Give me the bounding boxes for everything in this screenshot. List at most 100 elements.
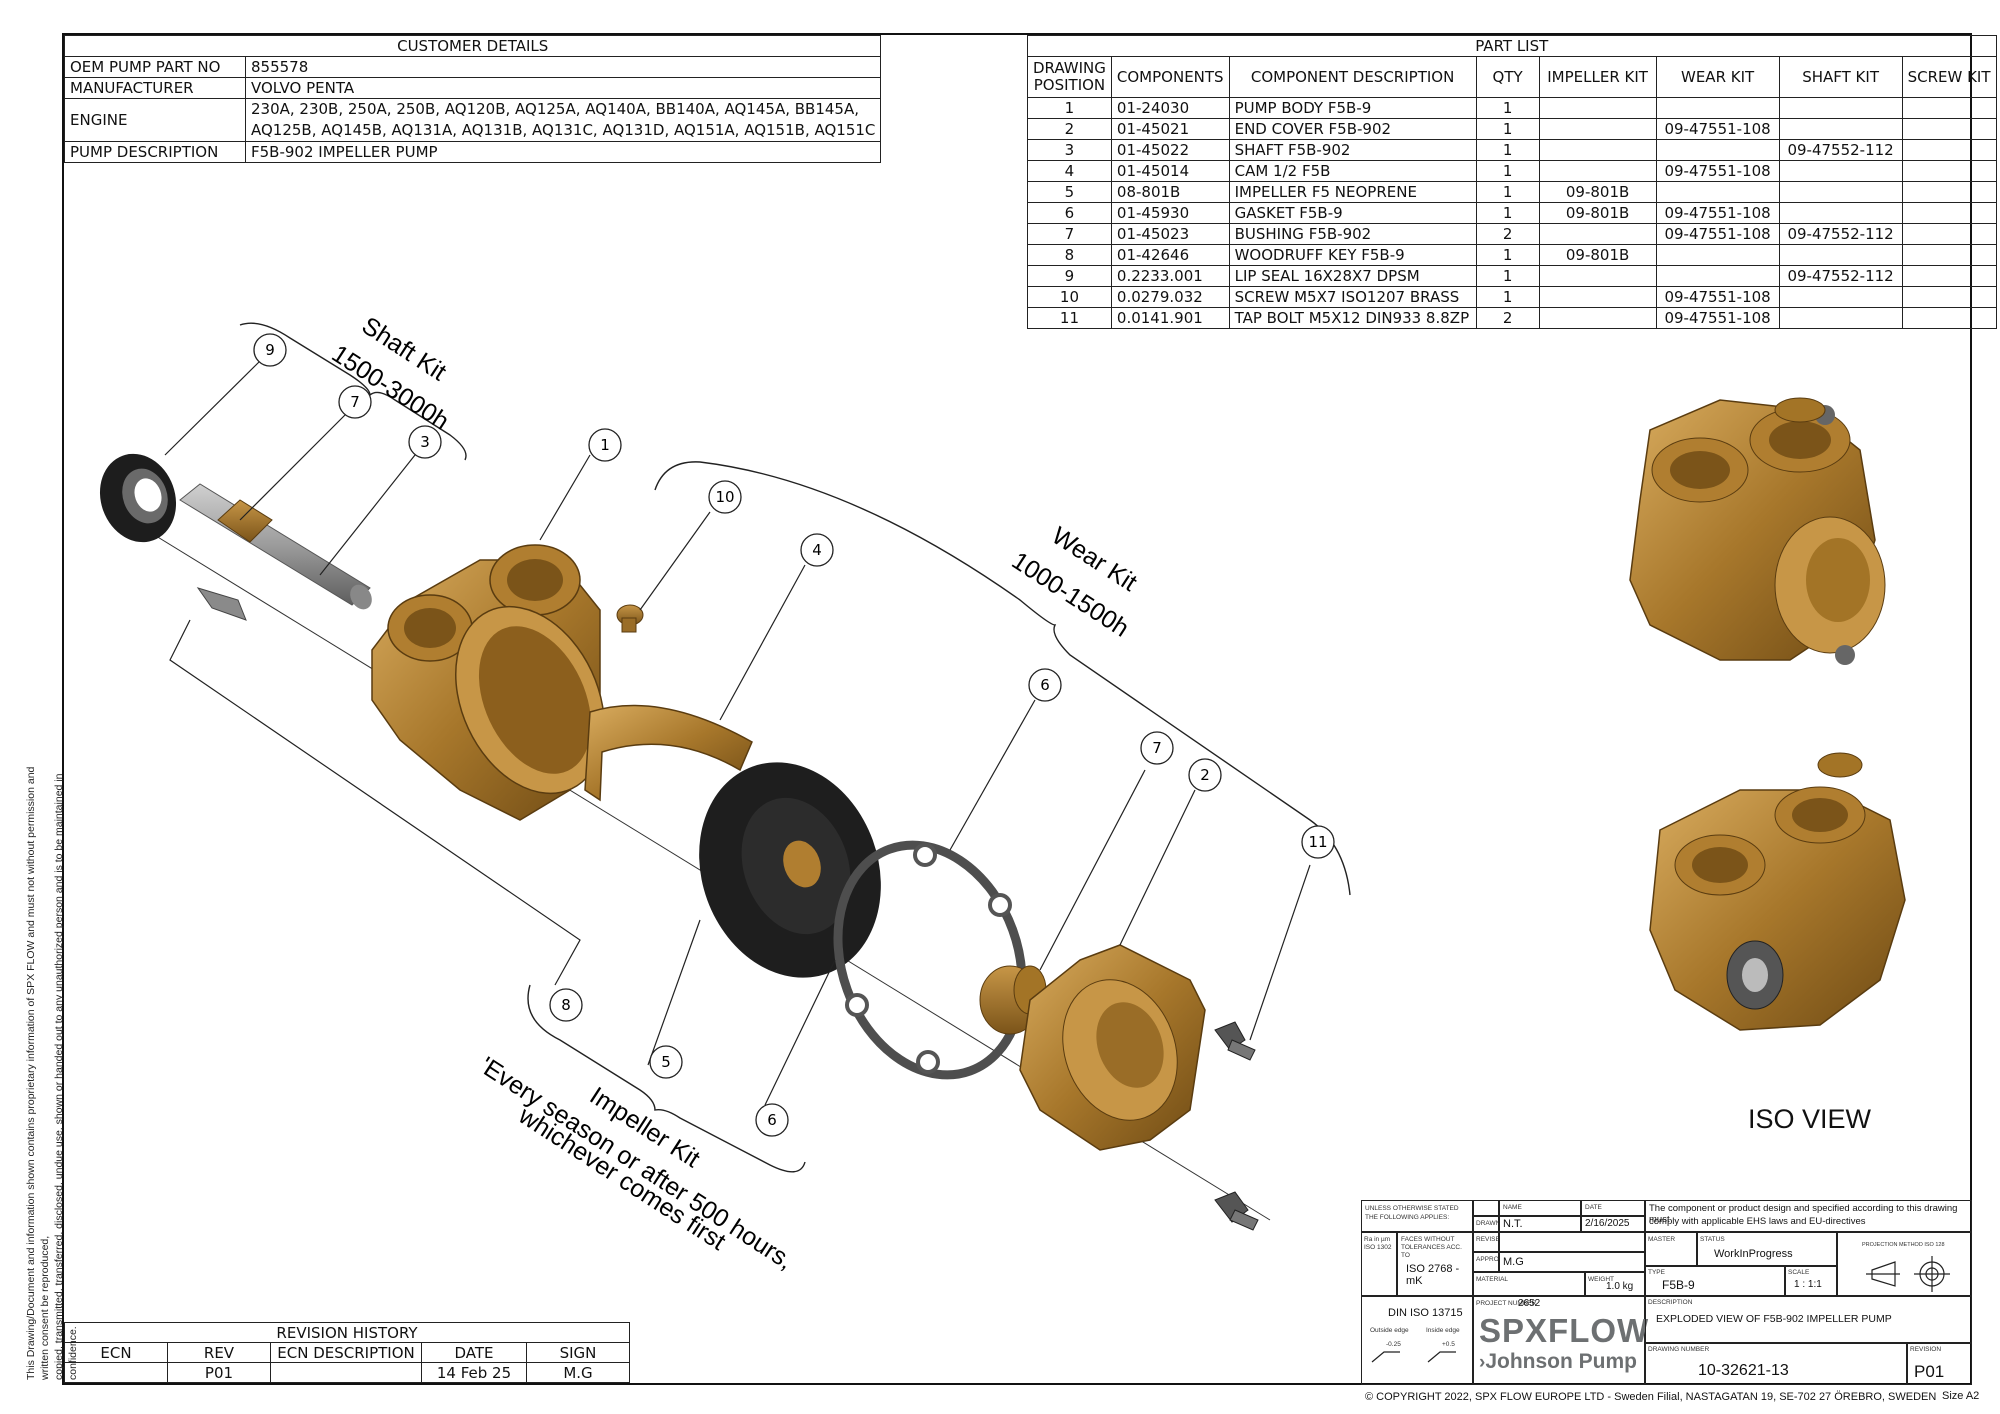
tb-drawn-date-cell: 2/16/2025: [1581, 1216, 1645, 1232]
tb-iso-tolerance: ISO 2768 - mK: [1406, 1263, 1460, 1287]
tb-status-label: STATUS: [1700, 1236, 1725, 1243]
iso-view-upper-render: [1629, 397, 1886, 665]
tb-master-label: MASTER: [1648, 1236, 1676, 1243]
col-screw-kit: SCREW KIT: [1901, 56, 1997, 98]
tb-date-label: DATE: [1585, 1204, 1602, 1211]
tb-revision-label: REVISION: [1910, 1346, 1942, 1353]
end-cover-part: [1019, 944, 1206, 1151]
part-cell-pos: 11: [1027, 307, 1112, 329]
tb-outside-edge-value: -0.25: [1386, 1341, 1401, 1348]
confidentiality-line-1: This Drawing/Document and information sh…: [25, 766, 51, 1380]
tb-weight-value: 1.0 kg: [1606, 1281, 1634, 1292]
tb-inside-edge-value: +0.5: [1442, 1341, 1455, 1348]
part-cell-comp: 0.2233.001: [1110, 265, 1230, 287]
callout-number: 3: [420, 433, 430, 451]
tb-ra-line1: Ra in µm: [1364, 1236, 1391, 1243]
tb-drawn-name: N.T.: [1503, 1218, 1523, 1230]
callout-number: 1: [600, 436, 610, 454]
tb-outside-edge-label: Outside edge: [1370, 1327, 1409, 1334]
tb-ra-cell: Ra in µm ISO 1302: [1361, 1232, 1397, 1296]
callout-number: 8: [561, 996, 571, 1014]
callout-number: 9: [265, 341, 275, 359]
callout-number: 5: [661, 1053, 671, 1071]
projection-symbol-icon: [1866, 1256, 1950, 1292]
rev-col-date: DATE: [421, 1342, 527, 1363]
engine-line-2: AQ125B, AQ145B, AQ131A, AQ131B, AQ131C, …: [251, 121, 876, 139]
tb-material-label: MATERIAL: [1476, 1276, 1509, 1283]
spxflow-logo: SPXFLOW: [1479, 1312, 1650, 1349]
copyright-notice: © COPYRIGHT 2022, SPX FLOW EUROPE LTD - …: [1365, 1391, 1937, 1403]
part-list-table: PART LIST DRAWING POSITION COMPONENTS CO…: [1027, 35, 1997, 329]
tb-faces-line1: FACES WITHOUT: [1401, 1236, 1455, 1243]
tb-drawing-number: 10-32621-13: [1698, 1362, 1789, 1379]
tb-status-value: WorkInProgress: [1714, 1248, 1793, 1260]
callout-circle: [549, 988, 583, 1022]
tb-project-label: PROJECT NUMBER: [1476, 1300, 1537, 1307]
part-cell-shaft: [1778, 307, 1903, 329]
callout-circle: [800, 533, 834, 567]
tb-revised-value: [1499, 1232, 1645, 1252]
tb-weight-cell: WEIGHT 1.0 kg: [1585, 1272, 1645, 1296]
tb-project-value: 2652: [1518, 1298, 1541, 1309]
callout-circle: [338, 385, 372, 419]
tb-approved-cell: APPROVED: [1473, 1252, 1499, 1272]
callout-number: 2: [1200, 766, 1210, 784]
part-cell-desc: WOODRUFF KEY F5B-9: [1228, 244, 1477, 266]
part-cell-imp: 09-801B: [1538, 202, 1657, 224]
callout-number: 4: [812, 541, 822, 559]
tb-status-cell: STATUS WorkInProgress: [1697, 1232, 1837, 1266]
callout-number: 6: [1040, 676, 1050, 694]
callout-circle: [1188, 758, 1222, 792]
tb-approved-label: APPROVED: [1476, 1256, 1499, 1263]
col-impeller-kit: IMPELLER KIT: [1538, 56, 1657, 98]
oem-label: OEM PUMP PART NO: [64, 56, 246, 78]
tb-projection-cell: PROJECTION METHOD ISO 128: [1837, 1232, 1972, 1296]
callout-circle: [649, 1045, 683, 1079]
callout-circle: [408, 425, 442, 459]
title-block: UNLESS OTHERWISE STATED THE FOLLOWING AP…: [1361, 1200, 1972, 1385]
tap-bolt-upper-part: [1214, 1021, 1256, 1061]
callout-circle: [708, 480, 742, 514]
tb-material-cell: MATERIAL: [1473, 1272, 1585, 1296]
tb-revision-value: P01: [1914, 1362, 1945, 1381]
rev-row-date: 14 Feb 25: [421, 1362, 527, 1383]
tb-din-label: DIN ISO 13715: [1388, 1307, 1463, 1319]
callout-circle: [253, 333, 287, 367]
confidentiality-note: This Drawing/Document and information sh…: [24, 750, 80, 1380]
gasket-part: [833, 840, 1027, 1080]
iso-view-label: ISO VIEW: [1748, 1104, 1872, 1134]
tb-description-cell: DESCRIPTION EXPLODED VIEW OF F5B-902 IMP…: [1645, 1296, 1972, 1343]
pump-description-value: F5B-902 IMPELLER PUMP: [244, 141, 882, 163]
rev-col-sign: SIGN: [526, 1342, 630, 1363]
tb-scale-value: 1 : 1:1: [1794, 1279, 1822, 1290]
rev-col-rev: REV: [167, 1342, 271, 1363]
drawing-frame: [62, 33, 1972, 1385]
tb-drawn-date: 2/16/2025: [1585, 1218, 1630, 1229]
tb-projection-label: PROJECTION METHOD ISO 128: [1862, 1242, 1945, 1248]
col-shaft-kit: SHAFT KIT: [1778, 56, 1903, 98]
col-wear-kit: WEAR KIT: [1655, 56, 1780, 98]
tb-master-cell: MASTER: [1645, 1232, 1697, 1266]
part-cell-imp: 09-801B: [1538, 244, 1657, 266]
impeller-part: [699, 762, 881, 978]
tb-compliance: The component or product design and spec…: [1645, 1200, 1972, 1232]
tb-revised-label: REVISED: [1476, 1236, 1498, 1243]
leader-lines: [164, 361, 1311, 1106]
tb-drawn-name-cell: N.T.: [1499, 1216, 1581, 1232]
tb-description-label: DESCRIPTION: [1648, 1299, 1693, 1306]
part-cell-comp: 01-45930: [1110, 202, 1230, 224]
col-description: COMPONENT DESCRIPTION: [1228, 56, 1477, 98]
bushing-on-shaft-part: [217, 499, 273, 543]
tb-unless-line1: UNLESS OTHERWISE STATED: [1365, 1205, 1459, 1212]
rev-row-description: [270, 1362, 422, 1383]
part-cell-comp: 0.0279.032: [1110, 286, 1230, 308]
tb-drawing-number-cell: DRAWING NUMBER 10-32621-13: [1645, 1343, 1907, 1385]
